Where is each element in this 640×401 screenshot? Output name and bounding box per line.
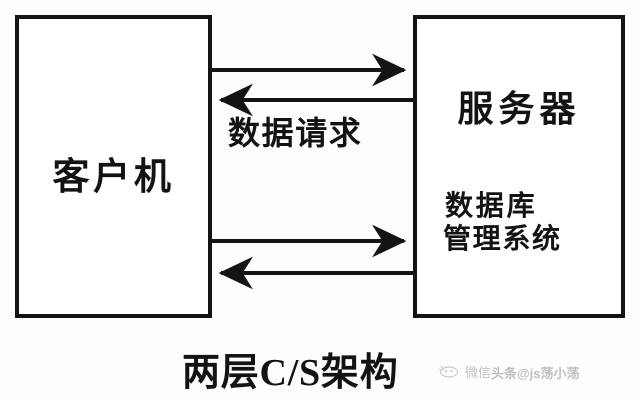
diagram-title: 两层C/S架构 bbox=[182, 352, 399, 394]
client-node: 客户机 bbox=[15, 15, 212, 318]
server-node-label: 服务器 bbox=[457, 89, 581, 129]
server-dbms-label-line1: 数据库 bbox=[445, 191, 538, 222]
whale-logo-icon bbox=[438, 362, 460, 378]
watermark-text-primary: 微信 bbox=[465, 365, 492, 380]
client-node-label: 客户机 bbox=[52, 157, 175, 198]
server-dbms-label-line2: 管理系统 bbox=[443, 224, 562, 255]
data-request-caption: 数据请求 bbox=[228, 115, 363, 151]
watermark-text-secondary: 头条@js荡小荡 bbox=[491, 366, 580, 381]
server-node: 服务器 数据库 管理系统 bbox=[413, 15, 625, 318]
watermark: 微信 头条@js荡小荡 bbox=[438, 362, 580, 381]
